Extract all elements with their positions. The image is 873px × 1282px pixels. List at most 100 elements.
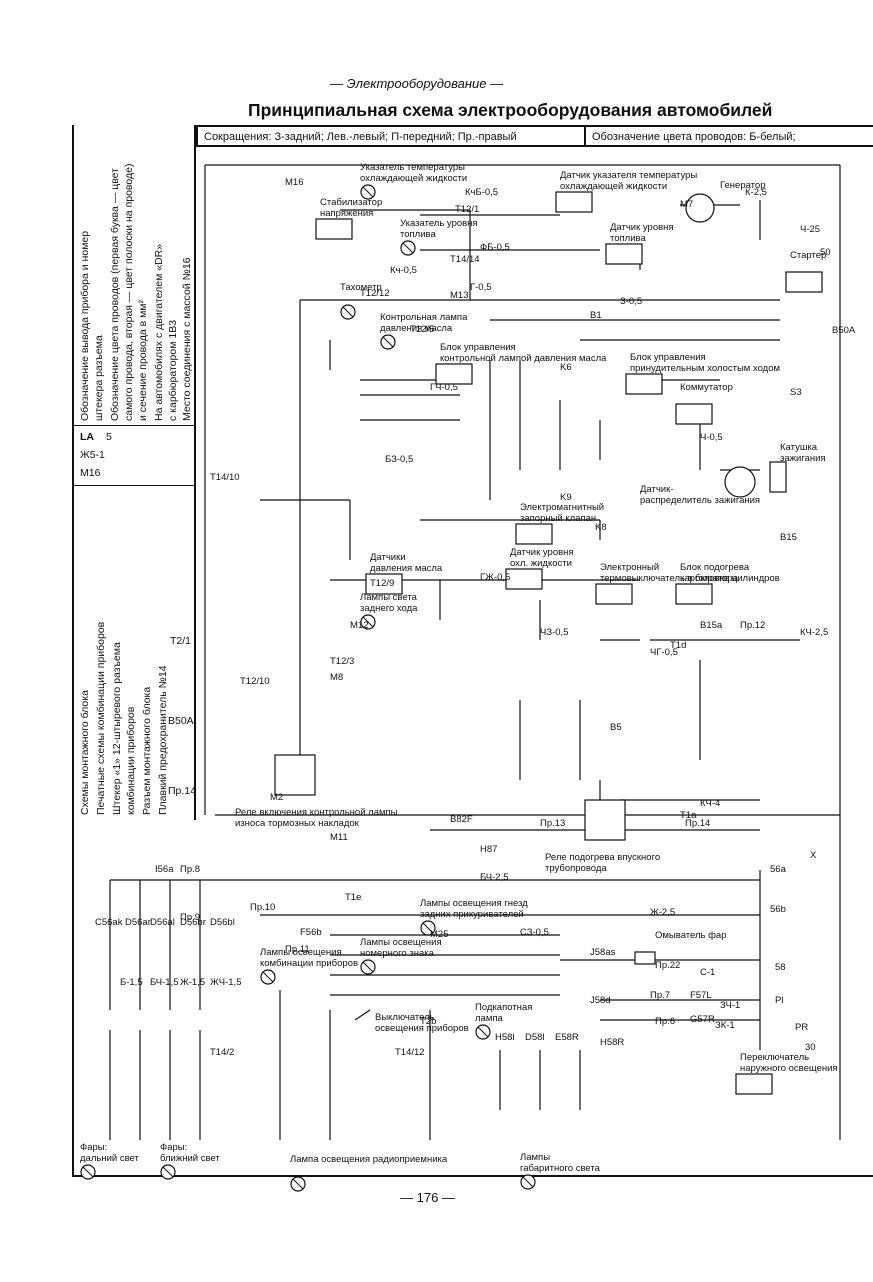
component-label: Реле подогрева впускного [545, 852, 660, 863]
terminal-label: B50A [832, 325, 856, 336]
component-symbol [675, 403, 713, 425]
wire-label-layer: К-2,5Ч-25КчБ-0,5ФБ-0,5З-0,5Г-0,5ГЧ-0,5Кч… [120, 187, 828, 1031]
wire-gauge-label: КчБ-0,5 [465, 187, 498, 198]
component-label: Блок управления [630, 352, 706, 363]
component-label: Электромагнитный [520, 502, 604, 513]
abbreviations-bar: Сокращения: З-задний; Лев.-левый; П-пере… [196, 125, 873, 147]
component-symbol [634, 951, 656, 965]
terminal-label: 30 [805, 1042, 816, 1053]
wire-gauge-label: КЧ-2,5 [800, 627, 828, 638]
legend-column: Обозначение вывода прибора и номер штеке… [72, 125, 196, 820]
wire-gauge-label: С-1 [700, 967, 715, 978]
wire-gauge-label: ГЖ-0,5 [480, 572, 510, 583]
terminal-label: K9 [560, 492, 572, 503]
wire-color-legend-text: Обозначение цвета проводов: Б-белый; [592, 131, 796, 143]
terminal-label: T14/10 [210, 472, 240, 483]
wire-gauge-label: БЗ-0,5 [385, 454, 413, 465]
component-symbol [435, 363, 473, 385]
abbreviations-text: Сокращения: З-задний; Лев.-левый; П-пере… [204, 131, 517, 143]
component-symbol [595, 583, 633, 605]
component-sublabel: охлаждающей жидкости [560, 181, 667, 192]
component-label: Указатель уровня [400, 218, 478, 229]
component-label: Фары: [160, 1142, 187, 1153]
component-symbol [82, 1166, 94, 1178]
component-label: Коммутатор [680, 382, 733, 393]
wire-gauge-label: Ч-0,5 [700, 432, 723, 443]
component-symbol [522, 1176, 534, 1188]
terminal-label: 56b [770, 904, 786, 915]
terminal-label: M13 [450, 290, 468, 301]
wire-gauge-label: ЧЗ-0,5 [540, 627, 568, 638]
component-symbol [162, 1166, 174, 1178]
running-head: — Электрооборудование — [330, 76, 504, 91]
wire-gauge-label: К-2,5 [745, 187, 767, 198]
terminal-label: 50 [820, 247, 831, 258]
terminal-label: T12/9 [370, 578, 394, 589]
legend-notes-block: Обозначение вывода прибора и номер штеке… [72, 125, 194, 426]
component-sublabel: термовыключатель в головке цилиндров [600, 573, 780, 584]
terminal-label: Пр.10 [250, 902, 275, 913]
terminal-label: D56al [150, 917, 175, 928]
wire-gauge-label: ЖЧ-1,5 [210, 977, 241, 988]
terminal-label: D56br [180, 917, 206, 928]
component-sublabel: напряжения [320, 208, 373, 219]
terminal-label: H58R [600, 1037, 624, 1048]
component-symbol [675, 583, 713, 605]
wire-gauge-label: ФБ-0,5 [480, 242, 510, 253]
wire [260, 499, 351, 560]
component-layer [80, 184, 823, 1192]
component-symbol [477, 1026, 489, 1038]
component-label: Лампы освещения [360, 937, 442, 948]
terminal-label: F57L [690, 990, 712, 1001]
terminal-label: T1d [670, 640, 686, 651]
terminal-label: Пр.7 [650, 990, 670, 1001]
component-label: Выключатель [375, 1012, 435, 1023]
wire-gauge-label: ЗЧ-1 [720, 1000, 740, 1011]
terminal-label: M12 [350, 620, 368, 631]
terminal-label: B15 [780, 532, 797, 543]
terminal-label: K6 [560, 362, 572, 373]
component-label: Лампы света [360, 592, 418, 603]
terminal-label: J58d [590, 995, 611, 1006]
component-symbol [605, 243, 643, 265]
terminal-label: Pl [775, 995, 783, 1006]
component-sublabel: топлива [610, 233, 646, 244]
component-sublabel: номерного знака [360, 948, 435, 959]
component-symbol [315, 218, 353, 240]
terminal-label: K8 [595, 522, 607, 533]
component-symbol [685, 193, 715, 223]
component-label: Катушка [780, 442, 818, 453]
component-symbol [365, 573, 403, 595]
component-label: Генератор [720, 180, 766, 191]
component-label: Стартер [790, 250, 826, 261]
component-label: Блок подогрева [680, 562, 750, 573]
component-label: Стабилизатор [320, 197, 382, 208]
legend-symbol: Ж5-1 [80, 449, 105, 461]
terminal-label: M2 [270, 792, 283, 803]
component-sublabel: освещения приборов [375, 1023, 469, 1034]
component-label: Фары: [80, 1142, 107, 1153]
component-label: Датчик указателя температуры [560, 170, 697, 181]
terminal-label: T1a [680, 810, 697, 821]
component-symbol [769, 461, 787, 493]
page-title: Принципиальная схема электрооборудования… [248, 100, 773, 120]
component-symbol [735, 1073, 773, 1095]
terminal-label: B15a [700, 620, 723, 631]
component-label: Реле включения контрольной лампы [235, 807, 398, 818]
terminal-label: T14/2 [210, 1047, 234, 1058]
component-label: Лампы освещения гнезд [420, 898, 528, 909]
wire [340, 209, 471, 300]
wire-layer [109, 164, 841, 1140]
component-label: Датчик уровня [610, 222, 674, 233]
component-sublabel: наружного освещения [740, 1063, 838, 1074]
component-sublabel: заднего хода [360, 603, 418, 614]
terminal-label: D58l [525, 1032, 545, 1043]
component-label: Датчики [370, 552, 406, 563]
component-sublabel: запорный клапан [520, 513, 596, 524]
terminal-label: Пр.14 [685, 818, 710, 829]
wire-gauge-label: СЗ-0,5 [520, 927, 549, 938]
terminal-label-layer: M16M7M13M11M12M25M8M2T12/1T14/14T12/12T1… [95, 177, 856, 1058]
component-symbol [292, 1178, 304, 1190]
